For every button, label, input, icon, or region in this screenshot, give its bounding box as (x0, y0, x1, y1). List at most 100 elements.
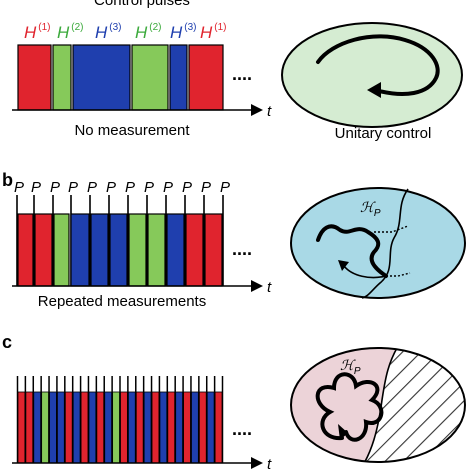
measurement-label: P (106, 179, 116, 196)
time-axis-label: t (267, 279, 272, 296)
pulse (104, 391, 113, 464)
pulse (49, 391, 57, 464)
hamiltonian-labels: H(1) H(2) H(3) H(2) H(3) H(1) (24, 22, 227, 42)
panel-a-header: Control pulses (94, 0, 190, 9)
hamiltonian-label-6: H(1) (200, 22, 227, 42)
trajectory-loop (316, 34, 440, 96)
pulse (33, 391, 42, 464)
trajectory-return (343, 265, 387, 279)
panel-label-b: b (2, 170, 13, 190)
projection-dotted-2 (386, 272, 411, 277)
pulse-blue (72, 44, 131, 111)
ellipsis: .... (232, 239, 252, 259)
pulse-sequence-b (17, 213, 223, 287)
pulse (143, 391, 152, 464)
pulse (175, 391, 183, 464)
pulse (159, 391, 168, 464)
pulse (167, 391, 176, 464)
pulse (166, 213, 185, 287)
pulse-green (52, 44, 72, 111)
state-space-ellipse (281, 22, 463, 128)
hamiltonian-symbol: H (24, 23, 37, 42)
subspace-label: ℋP (340, 357, 361, 377)
hamiltonian-superscript: (3) (184, 22, 196, 33)
pulse (191, 391, 199, 464)
hamiltonian-label-5: H(3) (170, 22, 197, 42)
state-caption: Unitary control (335, 125, 432, 142)
pulse (80, 391, 89, 464)
pulse (112, 391, 120, 464)
hamiltonian-label-3: H(3) (95, 22, 122, 42)
pulse (70, 213, 90, 287)
measurement-label: P (182, 179, 192, 196)
measurement-label: P (68, 179, 78, 196)
panel-c: c .... t ℋP (2, 332, 466, 473)
pulse (64, 391, 73, 464)
pulse (128, 213, 147, 287)
pulse-red (17, 44, 52, 111)
pulse (204, 213, 223, 287)
trajectory-zigzag (316, 224, 388, 278)
pulse (90, 213, 109, 287)
pulse-sequence-c (17, 391, 223, 464)
measurement-label: P (163, 179, 173, 196)
pulse (72, 391, 81, 464)
pulse (147, 213, 166, 287)
pulse (53, 213, 70, 287)
time-axis-label: t (267, 456, 272, 473)
trajectory-confined (315, 372, 384, 442)
panel-a-caption: No measurement (74, 122, 190, 139)
arrow-head-icon (338, 424, 348, 440)
measurement-label: P (87, 179, 97, 196)
hamiltonian-symbol: H (135, 23, 148, 42)
measurement-label: P (125, 179, 135, 196)
panel-a: Control pulses H(1) H(2) H(3) H(2) H(3) … (12, 0, 463, 142)
subspace-boundary (361, 188, 409, 299)
hamiltonian-label-2: H(2) (57, 22, 84, 42)
hamiltonian-label-4: H(2) (135, 22, 162, 42)
measurement-label: P (50, 179, 60, 196)
pulse (25, 391, 34, 464)
hamiltonian-superscript: (3) (109, 22, 121, 33)
pulse-sequence-a (17, 44, 224, 111)
arrow-head-icon (338, 260, 349, 271)
pulse (88, 391, 97, 464)
pulse (127, 391, 136, 464)
pulse (17, 391, 26, 464)
pulse (109, 213, 128, 287)
measurement-label: P (14, 179, 24, 196)
measurement-markers-c (16, 376, 224, 463)
pulse (185, 213, 204, 287)
pulse-blue (169, 44, 188, 111)
subspace-subscript: P (374, 208, 381, 219)
subspace-symbol: ℋ (360, 199, 376, 215)
projection-dotted-1 (374, 225, 409, 233)
pulse (151, 391, 160, 464)
pulse (206, 391, 215, 464)
hamiltonian-superscript: (1) (38, 22, 50, 33)
measurement-label: P (201, 179, 211, 196)
pulse (34, 213, 53, 287)
pulse (41, 391, 49, 464)
ellipsis: .... (232, 64, 252, 84)
hamiltonian-superscript: (1) (214, 22, 226, 33)
pulse (198, 391, 207, 464)
pulse (17, 213, 34, 287)
measurement-label: P (31, 179, 41, 196)
pulse (96, 391, 105, 464)
panel-label-c: c (2, 332, 12, 352)
ellipsis: .... (232, 419, 252, 439)
state-space-outline (290, 347, 466, 463)
pulse-green (131, 44, 169, 111)
pulse-red (188, 44, 224, 111)
pulse (57, 391, 65, 464)
pulse (214, 391, 223, 464)
measurement-label: P (144, 179, 154, 196)
hamiltonian-symbol: H (57, 23, 70, 42)
hamiltonian-superscript: (2) (149, 22, 161, 33)
subspace-subscript: P (354, 366, 361, 377)
hamiltonian-superscript: (2) (71, 22, 83, 33)
